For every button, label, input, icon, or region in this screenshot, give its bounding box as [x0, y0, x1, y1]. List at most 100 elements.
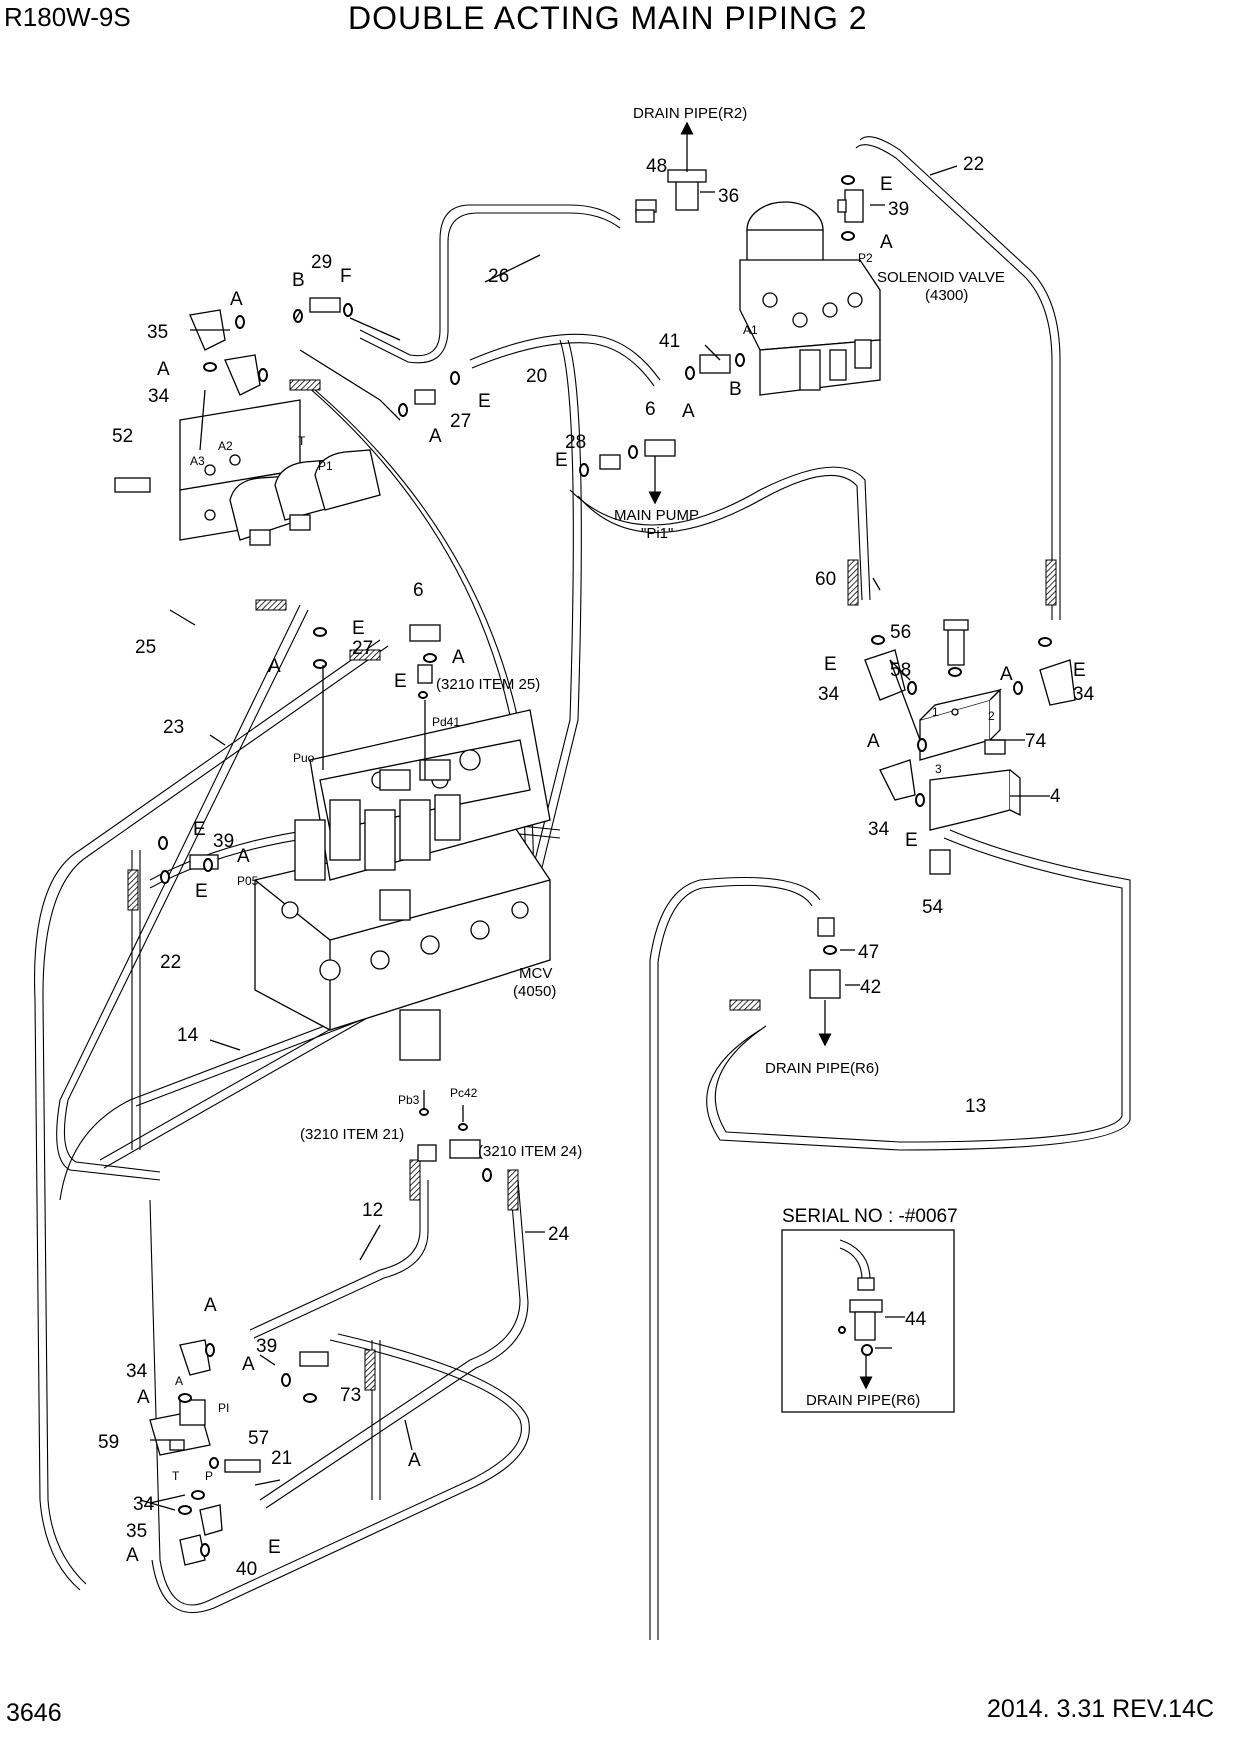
- callout: A: [867, 731, 880, 752]
- callout: 12: [362, 1200, 383, 1221]
- callout: 27: [352, 638, 373, 659]
- callout: 35: [126, 1521, 147, 1542]
- notes: DRAIN PIPE(R2) SOLENOID VALVE (4300) MAI…: [300, 105, 1005, 1409]
- svg-text:T: T: [172, 1469, 180, 1483]
- callout: 47: [858, 942, 879, 963]
- page-title: DOUBLE ACTING MAIN PIPING 2: [348, 0, 868, 36]
- callout: E: [824, 654, 837, 675]
- callout: E: [1073, 660, 1086, 681]
- svg-text:A1: A1: [743, 323, 758, 337]
- svg-text:2: 2: [988, 709, 995, 723]
- note-drain-r6: DRAIN PIPE(R6): [765, 1060, 879, 1077]
- callout: 56: [890, 622, 911, 643]
- callout: E: [268, 1537, 281, 1558]
- callout: E: [478, 391, 491, 412]
- callout: A: [452, 647, 465, 668]
- callout: E: [394, 671, 407, 692]
- callout: 24: [548, 1224, 570, 1245]
- callout: A: [126, 1545, 139, 1566]
- note-main-pump-port: "Pi1": [641, 525, 673, 542]
- callout: 39: [888, 199, 909, 220]
- callout: A: [880, 232, 893, 253]
- callout: 14: [177, 1025, 199, 1046]
- svg-text:3: 3: [935, 762, 942, 776]
- svg-text:T: T: [298, 434, 306, 448]
- callouts: 22 E 39 A 48 36 29 B F 26 A 35 A 34 20 E…: [98, 154, 1095, 1580]
- callout: 60: [815, 569, 836, 590]
- port-labels: P2 A1 T P1 A2 A3 Pd41 Puo P05 Pb3 Pc42 P…: [172, 251, 995, 1483]
- callout: A: [242, 1354, 255, 1375]
- svg-text:P05: P05: [237, 874, 259, 888]
- main-control-valve: [254, 709, 551, 1061]
- callout: 22: [963, 154, 984, 175]
- callout: 34: [126, 1361, 148, 1382]
- callout: 28: [565, 432, 586, 453]
- callout: A: [408, 1450, 421, 1471]
- callout: A: [268, 656, 281, 677]
- note-item25: (3210 ITEM 25): [436, 676, 540, 693]
- callout: E: [193, 819, 206, 840]
- callout: 4: [1050, 786, 1061, 807]
- note-serial: SERIAL NO : -#0067: [782, 1206, 958, 1227]
- callout: 42: [860, 977, 881, 998]
- note-item24: (3210 ITEM 24): [478, 1143, 582, 1160]
- callout: 59: [98, 1432, 119, 1453]
- callout: B: [729, 379, 742, 400]
- hose-end-fittings: [127, 379, 1057, 1391]
- callout: 34: [818, 684, 840, 705]
- callout: A: [237, 846, 250, 867]
- callout: 73: [340, 1385, 361, 1406]
- hose-lines: [34, 136, 1131, 1640]
- leader-lines: [139, 165, 1050, 1511]
- note-drain-r6-inset: DRAIN PIPE(R6): [806, 1392, 920, 1409]
- svg-text:A3: A3: [190, 454, 205, 468]
- callout: A: [682, 401, 695, 422]
- pilot-valve-block: [179, 399, 381, 546]
- revision-date: 2014. 3.31 REV.14C: [986, 1695, 1214, 1723]
- note-main-pump: MAIN PUMP: [614, 507, 699, 524]
- callout: 57: [248, 1428, 269, 1449]
- junction-block-73: [149, 1399, 211, 1456]
- svg-text:Pb3: Pb3: [398, 1093, 420, 1107]
- callout: 44: [905, 1309, 927, 1330]
- callout: A: [230, 289, 243, 310]
- callout: E: [880, 174, 893, 195]
- flow-arrows: [648, 121, 873, 1390]
- callout: 21: [271, 1448, 292, 1469]
- solenoid-valve-assembly: [739, 201, 881, 396]
- callout: 13: [965, 1096, 986, 1117]
- callout: 22: [160, 952, 181, 973]
- callout: E: [195, 881, 208, 902]
- callout: 74: [1025, 731, 1047, 752]
- callout: A: [429, 426, 442, 447]
- page-number: 3646: [6, 1699, 62, 1727]
- callout: A: [1000, 664, 1013, 685]
- callout: 58: [890, 660, 911, 681]
- note-solenoid-valve: SOLENOID VALVE: [877, 269, 1005, 286]
- note-mcv: MCV: [519, 965, 552, 982]
- callout: 34: [133, 1494, 155, 1515]
- o-rings: [158, 175, 1052, 1557]
- callout: 26: [488, 266, 509, 287]
- callout: 48: [646, 156, 667, 177]
- callout: 29: [311, 252, 332, 273]
- callout: 34: [148, 386, 170, 407]
- callout: 27: [450, 411, 471, 432]
- callout: 54: [922, 897, 944, 918]
- callout: 39: [213, 831, 234, 852]
- note-item21: (3210 ITEM 21): [300, 1126, 404, 1143]
- callout: 23: [163, 717, 184, 738]
- junction-block-74: [919, 688, 1006, 761]
- bracket-4: [929, 769, 1021, 831]
- svg-text:A: A: [175, 1374, 183, 1388]
- callout: 39: [256, 1336, 277, 1357]
- svg-text:1: 1: [932, 705, 939, 719]
- callout: 6: [413, 580, 424, 601]
- callout: 52: [112, 426, 133, 447]
- note-mcv-code: (4050): [513, 983, 556, 1000]
- svg-text:Puo: Puo: [293, 751, 315, 765]
- callout: A: [137, 1387, 150, 1408]
- svg-text:P1: P1: [318, 459, 333, 473]
- svg-text:A2: A2: [218, 439, 233, 453]
